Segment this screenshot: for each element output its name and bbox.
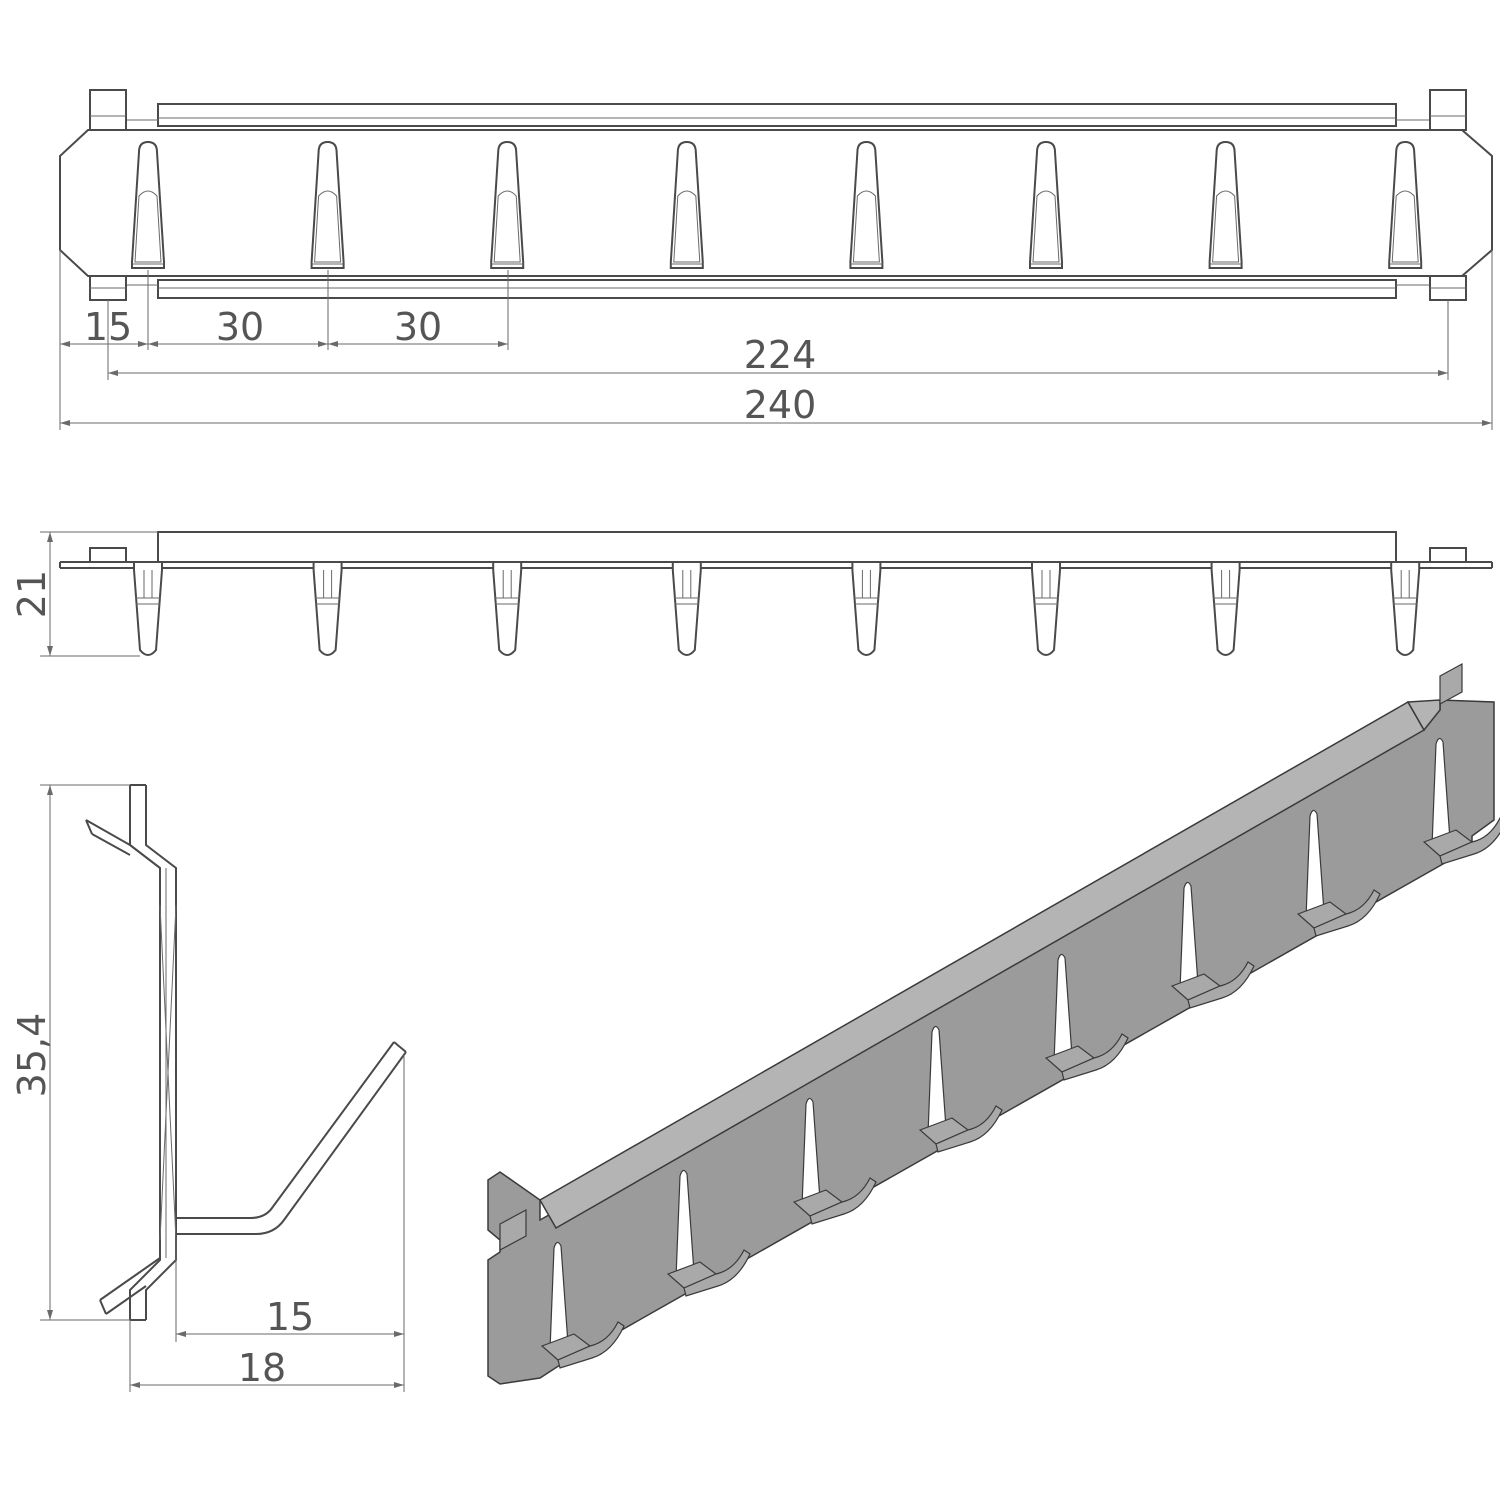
iso-hook [918,1025,1003,1153]
iso-clip-right [1439,662,1463,706]
side-view: 35,4 15 18 [10,784,407,1392]
isometric-view [487,662,1500,1385]
dim-15-side: 15 [266,1295,314,1339]
bottom-rail [157,279,1397,299]
front-clip-left [89,547,127,563]
dim-18: 18 [238,1346,286,1390]
iso-hook [1422,737,1500,865]
iso-top-rail [538,700,1426,1230]
top-hook [1029,140,1063,269]
front-hook [671,561,702,656]
front-hook [1390,561,1421,656]
top-hook [1208,140,1243,269]
front-rail [157,531,1397,563]
iso-hook [1170,881,1255,1009]
front-view: 21 [10,531,1493,657]
front-clip-right [1429,547,1467,563]
iso-hook [1296,809,1381,937]
top-hook [490,140,525,269]
top-view-hooks [131,140,1423,269]
top-rail [157,103,1397,127]
dim-21: 21 [10,570,54,618]
front-hook [1031,561,1061,656]
dim-30-first: 30 [216,305,264,349]
top-hook [310,140,345,269]
dim-240: 240 [744,383,817,427]
iso-hook [666,1169,751,1297]
iso-clip-left [499,1208,527,1252]
top-hook [131,140,165,269]
front-view-hooks [133,561,1421,656]
side-profile-hook [176,1041,395,1219]
front-hook [492,561,523,656]
front-hook [851,561,882,656]
front-hook [133,561,163,656]
front-hook [312,561,343,656]
top-view: 15 30 30 224 240 [59,89,1493,430]
iso-hooks [540,737,1500,1369]
top-hook [1388,140,1423,269]
dim-15-top: 15 [84,305,132,349]
iso-plate [487,699,1495,1385]
top-hook [849,140,884,269]
top-view-plate-outline [59,129,1493,277]
clip-top-right [1429,89,1467,131]
iso-hook [540,1241,625,1369]
top-hook [669,140,704,269]
iso-hook [1044,953,1129,1081]
dim-35-4: 35,4 [10,1013,54,1098]
dim-30-second: 30 [394,305,442,349]
clip-top-left [89,89,127,131]
dim-224: 224 [744,333,817,377]
iso-hook [792,1097,877,1225]
front-hook [1210,561,1241,656]
